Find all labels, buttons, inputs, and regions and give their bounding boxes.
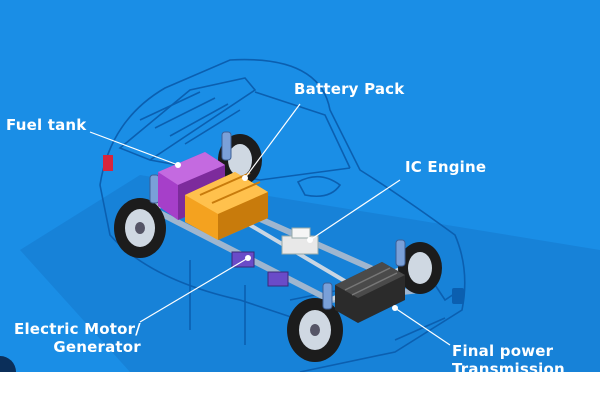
ic-engine-label: IC Engine	[405, 158, 487, 176]
leader-lines	[89, 103, 451, 346]
electric-motor-label-line2: Generator	[53, 338, 141, 356]
fuel-tank-label: Fuel tank	[6, 116, 87, 134]
leader-dots	[175, 162, 398, 311]
bottom-white-strip	[0, 372, 600, 400]
final-power-label-line1: Final power	[452, 342, 554, 360]
headlight	[452, 288, 464, 304]
suspension-springs	[149, 131, 406, 310]
rear-left-wheel	[114, 198, 166, 258]
battery-pack-label: Battery Pack	[294, 80, 405, 98]
tail-light	[103, 155, 113, 171]
front-right-wheel	[398, 242, 442, 294]
electric-motor-label-line1: Electric Motor/	[14, 320, 141, 338]
electric-motor-label: Electric Motor/ Generator	[14, 320, 141, 356]
transmission-part	[335, 262, 405, 323]
front-left-wheel	[287, 298, 343, 362]
battery-pack-part	[185, 172, 268, 240]
